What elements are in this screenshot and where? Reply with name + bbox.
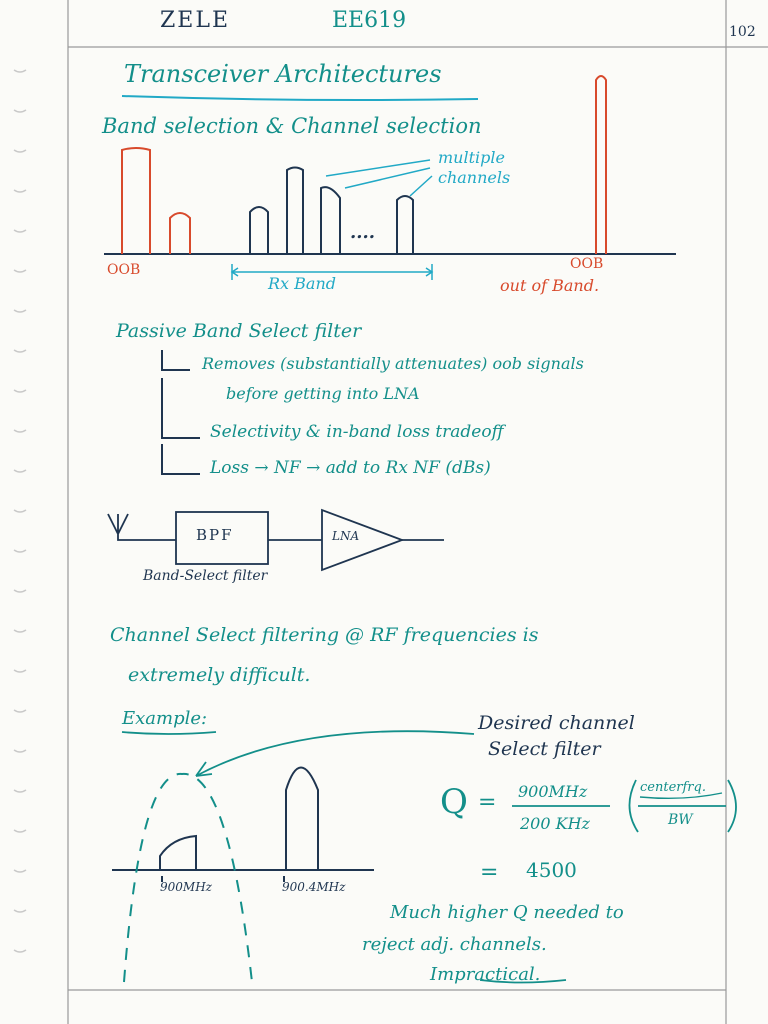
title-underline: [121, 95, 479, 101]
channels-label: channels: [438, 168, 511, 187]
equals-sign-2: =: [480, 860, 499, 885]
channel-3: [320, 186, 341, 254]
lna-block: [321, 508, 405, 572]
pointer-line-2: [344, 167, 431, 189]
q-symbol: Q: [440, 782, 468, 822]
channel-1: [249, 206, 269, 254]
conclusion-line1: Much higher Q needed to: [390, 902, 624, 923]
bpf-label: BPF: [196, 526, 234, 544]
denominator: 200 KHz: [520, 814, 590, 833]
spectrum-sketch: [104, 75, 676, 280]
rx-band-label: Rx Band: [268, 274, 336, 293]
band-select-caption: Band-Select filter: [143, 568, 268, 584]
channel-2: [286, 166, 304, 254]
oob-signal-3: [595, 75, 607, 254]
channel-note-line1: Channel Select filtering @ RF frequencie…: [110, 624, 539, 646]
header-name: ZELE: [160, 8, 231, 33]
bpf-block: [175, 511, 269, 565]
lna-label: LNA: [332, 529, 360, 543]
page-title: Transceiver Architectures: [124, 60, 442, 88]
ratio-denominator: BW: [668, 812, 693, 828]
pointer-line-3: [409, 175, 433, 197]
bullet-selectivity: Selectivity & in-band loss tradeoff: [210, 422, 504, 442]
desired-filter-line2: Select filter: [488, 738, 601, 760]
pointer-line-1: [325, 159, 431, 177]
bullet-before-lna: before getting into LNA: [226, 384, 420, 403]
section1-heading: Band selection & Channel selection: [102, 114, 482, 138]
example-label: Example:: [122, 708, 208, 729]
oob-signal-2: [169, 212, 191, 254]
conclusion-line3: Impractical.: [430, 964, 541, 985]
channel-dots: ....: [350, 222, 376, 243]
conclusion-line2: reject adj. channels.: [362, 934, 547, 955]
freq-900mhz: 900MHz: [160, 880, 212, 894]
bullet-brackets: [161, 350, 200, 475]
filter-pointer-arrow: [195, 730, 475, 777]
numerator: 900MHz: [518, 782, 588, 801]
example-sketch: [112, 730, 475, 983]
header-course: EE619: [332, 8, 407, 33]
out-of-band-label: out of Band.: [500, 276, 600, 295]
filter-heading: Passive Band Select filter: [116, 320, 362, 342]
weak-channel: [159, 834, 197, 870]
oob-right-label: OOB: [570, 256, 604, 272]
q-result: 4500: [526, 858, 577, 882]
multiple-label: multiple: [438, 148, 505, 167]
strong-channel: [285, 766, 319, 870]
bullet-removes: Removes (substantially attenuates) oob s…: [202, 354, 584, 373]
spiral-holes: [13, 69, 27, 953]
ratio-numerator: centerfrq.: [640, 780, 706, 795]
desired-filter-line1: Desired channel: [478, 712, 635, 734]
desired-filter-curve: [123, 772, 253, 983]
bullet-loss: Loss → NF → add to Rx NF (dBs): [210, 458, 491, 478]
freq-900-4mhz: 900.4MHz: [282, 880, 346, 894]
page-number: 102: [729, 24, 756, 40]
channel-4: [396, 195, 414, 254]
equals-sign-1: =: [478, 790, 497, 815]
oob-left-label: OOB: [107, 262, 141, 278]
channel-note-line2: extremely difficult.: [128, 664, 311, 686]
oob-signal-1: [121, 147, 151, 254]
equation-lines: [479, 779, 737, 984]
block-diagram: [107, 508, 444, 572]
antenna-icon: [107, 513, 176, 541]
